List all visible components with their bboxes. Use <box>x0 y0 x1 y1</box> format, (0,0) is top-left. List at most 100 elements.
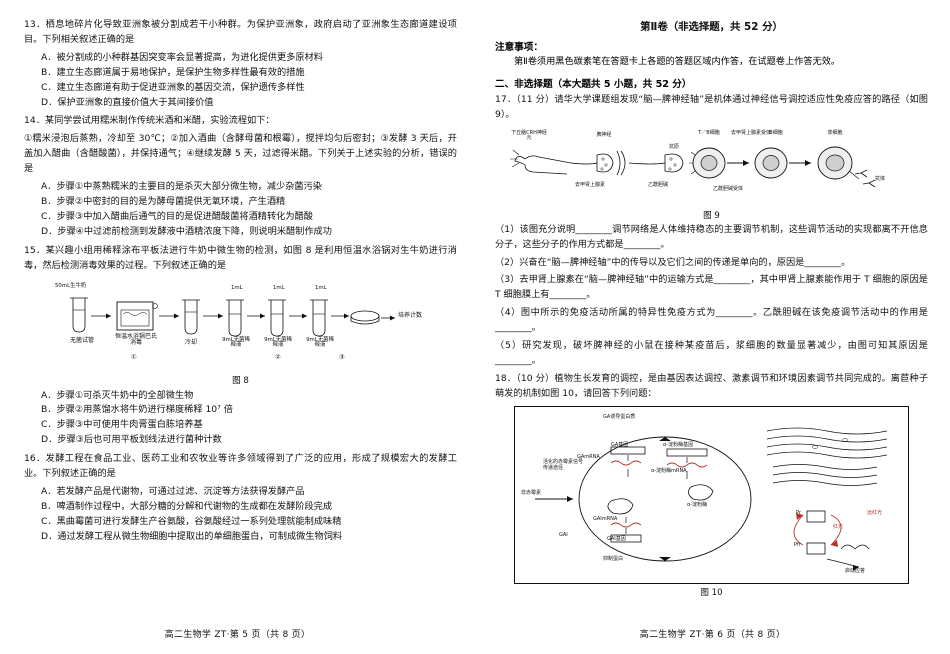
figure-10-label-gai: GAI <box>559 531 568 538</box>
question-14-stem: 某同学尝试用糯米制作传统米酒和米醋，实验流程如下： <box>44 115 275 127</box>
question-17-sub-1: （1）该图充分说明________调节网络是人体维持稳态的主要调节机制，这些调节… <box>495 223 928 250</box>
question-17-sub-3: （3）去甲肾上腺素在“脑—脾神经轴”中的运输方式是________，其中甲肾上腺… <box>495 274 928 301</box>
figure-9-label-antigen: 抗原 <box>669 143 680 150</box>
figure-10-label-non-ga: 非赤霉素 <box>521 489 542 496</box>
question-18: 18．（10 分）植物生长发育的调控，是由基因表达调控、激素调节和环境因素调节共… <box>495 372 928 402</box>
question-15-number: 15． <box>24 244 46 256</box>
figure-8-label-water-bath: 恒温水浴锅巴氏消毒 <box>114 332 157 347</box>
figure-9-label-b-cell: B细胞 <box>769 129 783 136</box>
figure-8-label-diluent-a: 9mL无菌稀释液 <box>222 336 250 349</box>
figure-9-label-t-b-cell: T／B细胞 <box>698 129 720 136</box>
question-17-sub-4: （4）图中所示的免疫活动所属的特异性免疫方式为________。乙酰胆碱在该免疫… <box>495 307 928 334</box>
question-13-option-c: C．建立生态廊道有助于促进亚洲象的基因交流，保护遗传多样性 <box>41 81 305 93</box>
right-page: 第Ⅱ卷（非选择题，共 52 分） 注意事项： 第Ⅱ卷须用黑色碳素笔在答题卡上各题… <box>475 0 950 654</box>
question-15-option-b: B．步骤②用蒸馏水将牛奶进行梯度稀释 10⁷ 倍 <box>41 404 233 416</box>
figure-10-label-ga-protein: GA诱导蛋白质 <box>603 413 636 420</box>
figure-10-drawing <box>535 427 888 571</box>
figure-10-label-signal-pathway: 活化的赤霉素信号传递途径 <box>543 458 584 471</box>
question-16-option-c: C．黑曲霉菌可进行发酵生产谷氨酸，谷氨酸经过一系列处理就能制成味精 <box>41 515 342 527</box>
figure-10-label-red-light: 红光 <box>833 523 844 530</box>
question-13-option-a: A．被分割成的小种群基因突变率会显著提高，为进化提供更多原材料 <box>41 51 323 63</box>
page-divider <box>474 0 475 654</box>
question-15-option-a: A．步骤①可杀灭牛奶中的全部微生物 <box>41 389 194 401</box>
figure-8-step-2: ② <box>275 352 281 361</box>
figure-10-label-gai-mrna: GAImRNA <box>593 515 618 522</box>
figure-9-label-nor-receptor: 去甲肾上腺素受体 <box>731 129 772 136</box>
question-14: 14．某同学尝试用糯米制作传统米酒和米醋，实验流程如下： <box>24 114 457 129</box>
question-17-number: 17．（11 分） <box>495 93 555 105</box>
figure-10-label-pfr: Pfr <box>794 541 801 548</box>
question-14-option-b: B．步骤②中密封的目的是为酵母菌提供无氧环境，产生酒精 <box>41 195 286 207</box>
question-14-option-c: C．步骤③中加入醋曲后通气的目的是促进醋酸菌将酒精转化为醋酸 <box>41 210 313 222</box>
figure-9-label-ach-receptor: 乙酰胆碱受体 <box>712 185 743 192</box>
figure-10-label-amylase: α-淀粉酶 <box>687 501 708 508</box>
question-16-option-b: B．啤酒制作过程中，大部分糖的分解和代谢物的生成都在发酵阶段完成 <box>41 500 333 512</box>
figure-9-label-hypothalamus: 下丘脑CRH神经元 <box>511 129 547 141</box>
figure-10: GA诱导蛋白质 GAmRNA GA基因 α-淀粉酶基因 α-淀粉酶mRNA α-… <box>514 405 909 584</box>
figure-8-label-diluent-c: 9mL无菌稀释液 <box>306 336 334 349</box>
figure-8-label-1ml-c: 1mL <box>315 284 327 291</box>
notice-body: 第Ⅱ卷须用黑色碳素笔在答题卡上各题的答题区域内作答，在试题卷上作答无效。 <box>514 56 841 67</box>
figure-8-label-cooling: 冷却 <box>184 338 197 346</box>
section-2-heading: 第Ⅱ卷（非选择题，共 52 分） <box>640 21 783 33</box>
figure-10-label-far-red-light: 远红光 <box>867 509 883 516</box>
figure-10-caption: 图 10 <box>700 587 723 598</box>
figure-8-label-plate-count: 培养计数 <box>398 311 423 319</box>
figure-10-label-ga-mrna: GAmRNA <box>577 453 600 460</box>
question-17-sub-5: （5）研究发现，破坏脾神经的小鼠在接种某疫苗后，浆细胞的数量显著减少，由图可知其… <box>495 340 928 366</box>
figure-10-label-amylase-mrna: α-淀粉酶mRNA <box>651 467 687 474</box>
question-18-stem: 植物生长发育的调控，是由基因表达调控、激素调节和环境因素调节共同完成的。离苣种子… <box>495 372 929 399</box>
figure-10-label-amylase-gene: α-淀粉酶基因 <box>663 441 694 448</box>
question-14-option-a: A．步骤①中蒸熟糯米的主要目的是杀灭大部分微生物，减少杂菌污染 <box>41 181 322 193</box>
question-13-number: 13． <box>24 19 46 30</box>
question-15-option-c: C．步骤③中可使用牛肉膏蛋白胨培养基 <box>41 419 203 431</box>
figure-9-drawing <box>510 146 876 188</box>
figure-10-label-start-response: 启动应答 <box>845 567 866 574</box>
question-13-option-b: B．建立生态廊道属于易地保护，是保护生物多样性最有效的措施 <box>41 66 305 78</box>
figure-10-label-pr: Pr <box>796 509 801 516</box>
figure-8-drawing <box>70 297 395 336</box>
figure-9-caption: 图 9 <box>703 210 720 221</box>
question-17-stem: 请华大学课题组发现“脑—脾神经轴”是机体通过神经信号调控适应性免疫应答的路径（如… <box>495 93 928 120</box>
question-14-body: ①糯米浸泡后蒸熟，冷却至 30℃；②加入酒曲（含酵母菌和根霉），搅拌均匀后密封；… <box>24 133 457 175</box>
question-16-option-d: D．通过发酵工程从微生物细胞中提取出的单细胞蛋白，可制成微生物饲料 <box>41 530 343 542</box>
figure-9-label-spleen-nerve: 脾神经 <box>596 131 612 138</box>
question-14-option-d: D．步骤④中过滤前检测到发酵液中酒精浓度下降，则说明米醋制作成功 <box>41 225 332 237</box>
question-15: 15．某兴趣小组用稀释涂布平板法进行牛奶中微生物的检测，如图 8 是利用恒温水浴… <box>24 244 457 274</box>
question-13-option-d: D．保护亚洲象的直接价值大于其间接价值 <box>41 96 214 108</box>
left-page-footer: 高二生物学 ZT·第 5 页（共 8 页） <box>164 630 311 640</box>
figure-8-caption: 图 8 <box>232 375 249 386</box>
figure-9: 下丘脑CRH神经元 脾神经 T／B细胞 去甲肾上腺素受体 抗原 乙酰胆碱受体 B… <box>509 129 914 207</box>
figure-9-label-antibody: 抗体 <box>875 175 886 182</box>
question-13-stem: 栖息地碎片化导致亚洲象被分割成若干小种群。为保护亚洲象，政府启动了亚洲象生态廊道… <box>24 19 457 45</box>
question-16-stem: 发酵工程在食品工业、医药工业和农牧业等许多领域得到了广泛的应用，形成了规模宏大的… <box>24 453 457 480</box>
question-16-number: 16． <box>24 453 46 465</box>
figure-8-step-1: ① <box>131 352 137 361</box>
figure-9-label-noradrenaline: 去甲肾上腺素 <box>574 181 605 188</box>
figure-9-label-plasma-cell: 浆细胞 <box>827 129 843 136</box>
question-16: 16．发酵工程在食品工业、医药工业和农牧业等许多领域得到了广泛的应用，形成了规模… <box>24 452 457 482</box>
figure-8-label-diluent-b: 9mL无菌稀释液 <box>264 336 292 349</box>
figure-10-label-gai-gene: GAI基因 <box>607 535 626 542</box>
figure-9-label-acetylcholine: 乙酰胆碱 <box>647 181 668 188</box>
question-14-number: 14． <box>24 115 45 127</box>
question-17: 17．（11 分）请华大学课题组发现“脑—脾神经轴”是机体通过神经信号调控适应性… <box>495 93 928 123</box>
figure-8-label-milk: 50mL生牛奶 <box>55 282 87 289</box>
left-page: 13．栖息地碎片化导致亚洲象被分割成若干小种群。为保护亚洲象，政府启动了亚洲象生… <box>24 18 457 640</box>
question-15-option-d: D．步骤③后也可用平板划线法进行菌种计数 <box>41 434 222 446</box>
question-15-stem: 某兴趣小组用稀释涂布平板法进行牛奶中微生物的检测，如图 8 是利用恒温水浴锅对生… <box>24 244 457 271</box>
question-13: 13．栖息地碎片化导致亚洲象被分割成若干小种群。为保护亚洲象，政府启动了亚洲象生… <box>24 18 457 48</box>
figure-8-label-1ml-a: 1mL <box>231 284 243 291</box>
question-18-number: 18．（10 分） <box>495 372 555 384</box>
figure-8: 50mL生牛奶 1mL 1mL 1mL 培养计数 无菌试管 恒温水浴锅巴氏消毒 … <box>43 280 438 372</box>
question-16-option-a: A．若发酵产品是代谢物，可通过过滤、沉淀等方法获得发酵产品 <box>41 485 305 497</box>
figure-10-label-inhibitor-protein: 抑制蛋白 <box>603 555 624 562</box>
figure-8-label-1ml-b: 1mL <box>273 284 285 291</box>
figure-8-label-sterile-tube: 无菌试管 <box>69 336 94 344</box>
right-page-footer: 高二生物学 ZT·第 6 页（共 8 页） <box>639 630 786 640</box>
question-17-sub-2: （2）兴奋在“脑—脾神经轴”中的传导以及它们之间的传递是单向的，原因是_____… <box>495 256 851 268</box>
notice-title: 注意事项： <box>495 42 543 53</box>
subsection-heading: 二、非选择题（本大题共 5 小题，共 52 分） <box>495 78 692 90</box>
figure-10-label-ga-gene: GA基因 <box>611 441 629 448</box>
